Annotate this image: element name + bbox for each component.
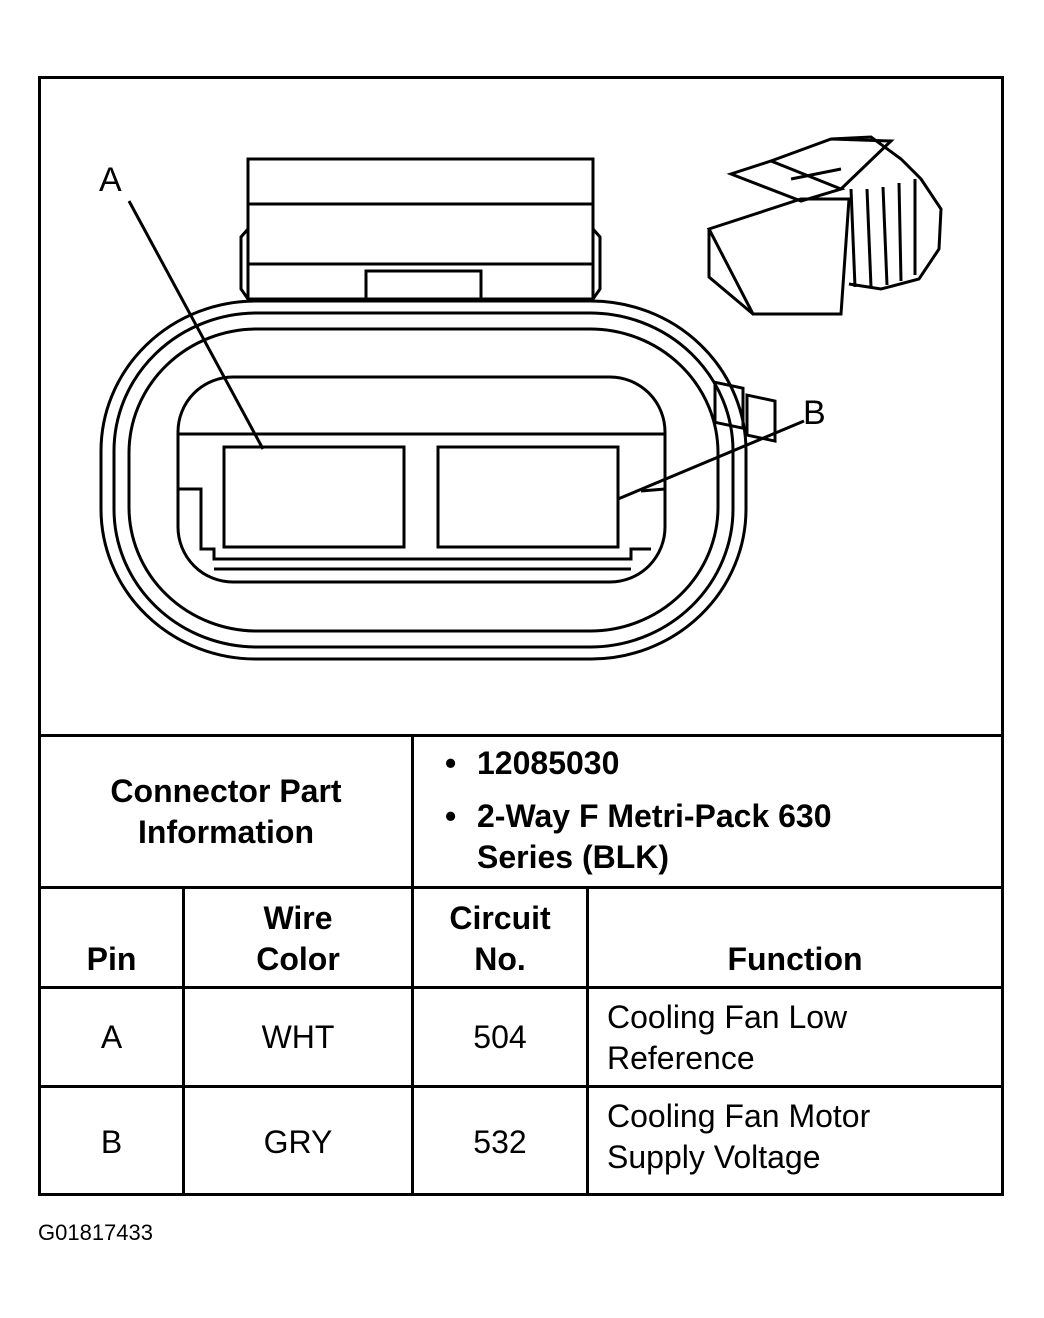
pin-b-label: B — [803, 394, 826, 432]
row-divider — [41, 1085, 1001, 1088]
connector-isometric-view — [706, 135, 943, 443]
terminal-cavity-b — [436, 445, 620, 549]
row-b-circuit-no: 532 — [473, 1123, 527, 1160]
row-a-function: Cooling Fan Low Reference — [607, 999, 848, 1076]
header-pin: Pin — [86, 941, 137, 977]
row-a-circuit-no: 504 — [473, 1018, 527, 1055]
figure-id: G01817433 — [38, 1220, 153, 1245]
header-circuit-no: Circuit No. — [449, 900, 551, 977]
row-a-pin: A — [100, 1018, 123, 1055]
leader-line-a — [127, 200, 265, 450]
terminal-cavity-a — [222, 445, 406, 549]
pin-a-label: A — [99, 161, 122, 199]
table-row: B — [41, 1088, 182, 1196]
connector-figure-frame: A B Connector Part Information 12085030 … — [38, 76, 1004, 1196]
table-row: A — [41, 989, 182, 1085]
connector-part-number: 12085030 — [441, 743, 981, 784]
header-function: Function — [727, 941, 863, 977]
connector-description: 2-Way F Metri-Pack 630 Series (BLK) — [441, 796, 857, 878]
info-divider — [411, 734, 414, 889]
connector-latch — [246, 157, 595, 301]
row-a-wire-color: WHT — [261, 1018, 335, 1055]
info-bottom-border — [41, 886, 1001, 889]
connector-info-label-text: Connector Part Information — [110, 772, 342, 850]
header-wire-color: Wire Color — [256, 900, 340, 977]
connector-end-view-diagram: A B — [99, 135, 943, 661]
row-b-pin: B — [100, 1123, 123, 1160]
table-top-border — [41, 734, 1001, 737]
connector-cavity — [176, 375, 667, 584]
row-b-function: Cooling Fan Motor Supply Voltage — [607, 1098, 871, 1175]
leader-line-b — [617, 419, 805, 501]
header-bottom-border — [41, 986, 1001, 989]
connector-info-values: 12085030 2-Way F Metri-Pack 630 Series (… — [441, 743, 981, 883]
connector-info-label: Connector Part Information — [41, 737, 411, 886]
connector-outer-shell — [99, 299, 748, 661]
row-b-wire-color: GRY — [263, 1123, 333, 1160]
